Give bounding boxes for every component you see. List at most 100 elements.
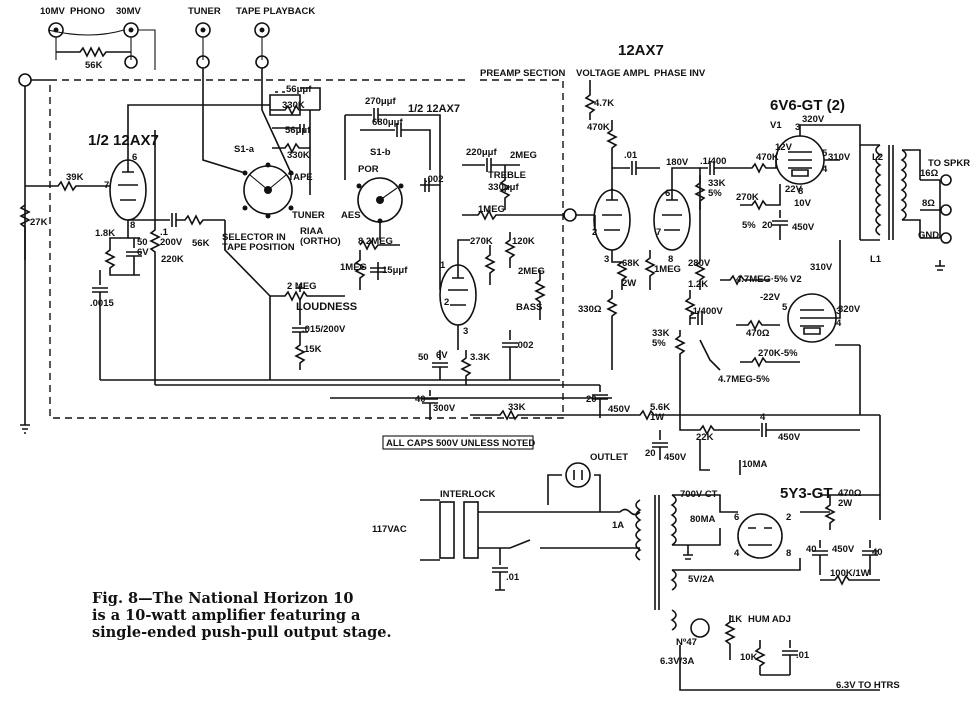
label-p5: 5 bbox=[822, 148, 828, 159]
speaker-terminal-8[interactable] bbox=[940, 204, 952, 216]
label-v310b: 310V bbox=[810, 262, 833, 273]
label-p8: 8 bbox=[668, 254, 673, 265]
label-r270k2: 270K bbox=[736, 192, 759, 203]
label-c680: 680μμf bbox=[372, 117, 403, 128]
label-l1: L1 bbox=[870, 254, 882, 265]
selector-switch-s1a[interactable] bbox=[242, 162, 294, 219]
tube-label-half-12ax7-b: 1/2 12AX7 bbox=[408, 103, 460, 115]
label-r2meg-t: 2MEG bbox=[510, 150, 537, 161]
label-o16: 16Ω bbox=[920, 168, 939, 179]
label-p6: 6 bbox=[132, 152, 137, 163]
label-r1meg3: 1MEG bbox=[654, 264, 681, 275]
label-phase-inv: PHASE INV bbox=[654, 68, 706, 79]
speaker-terminal-16[interactable] bbox=[940, 174, 952, 186]
label-c20-450: 20 bbox=[762, 220, 773, 231]
label-c002b: .002 bbox=[515, 340, 534, 351]
label-v320b: 320V bbox=[838, 304, 861, 315]
label-c40b: 40 bbox=[806, 544, 817, 555]
label-r10k: 10K bbox=[740, 652, 758, 663]
caption-line-2: is a 10-watt amplifier featuring a bbox=[92, 607, 361, 624]
label-outlet: OUTLET bbox=[590, 452, 628, 463]
label-c50-6v-b: 50 bbox=[418, 352, 429, 363]
caption-line-3: single-ended push-pull output stage. bbox=[92, 624, 392, 641]
label-r2meg-loud: 2 MEG bbox=[287, 281, 317, 292]
ac-outlet bbox=[565, 462, 591, 488]
label-p7: 7 bbox=[656, 227, 661, 238]
label-c01b: .01 bbox=[506, 572, 520, 583]
selector-switch-s1b[interactable] bbox=[356, 177, 404, 224]
label-riaa: RIAA(ORTHO) bbox=[300, 226, 341, 247]
label-p3: 3 bbox=[463, 326, 468, 337]
label-r470: 470Ω bbox=[746, 328, 770, 339]
label-v450d: 450V bbox=[664, 452, 687, 463]
label-v450c: 450V bbox=[778, 432, 801, 443]
bass-control-label: BASS bbox=[516, 302, 542, 313]
label-r5pct: 5% bbox=[742, 220, 756, 231]
label-v12: 12V bbox=[775, 142, 793, 153]
label-r33k: 3.3K bbox=[470, 352, 490, 363]
label-aes: AES bbox=[341, 210, 361, 221]
label-tuner: TUNER bbox=[292, 210, 325, 221]
label-p4: 4 bbox=[734, 548, 740, 559]
tube-v1a: 1/2 12AX7 6 7 8 bbox=[88, 132, 159, 231]
label-v450e: 450V bbox=[832, 544, 855, 555]
label-r100k: 100K/1W bbox=[830, 568, 870, 579]
label-n47: Nº47 bbox=[676, 637, 697, 648]
label-r1meg2: 1MEG bbox=[478, 204, 505, 215]
label-c15uuf: 15μμf bbox=[382, 265, 408, 276]
label-r1k: 1K bbox=[730, 614, 742, 625]
label-p2: 2 bbox=[786, 512, 791, 523]
label-r2meg-b: 2MEG bbox=[518, 266, 545, 277]
speaker-terminal-gnd[interactable] bbox=[940, 232, 952, 244]
tube-v2: 2 3 6 7 8 bbox=[592, 188, 691, 265]
label-v1: V1 bbox=[770, 120, 782, 131]
label-interlock: INTERLOCK bbox=[440, 489, 496, 500]
caps-note-box bbox=[382, 435, 534, 450]
label-c01: .01 bbox=[624, 150, 638, 161]
label-o8: 8Ω bbox=[922, 198, 935, 209]
label-c270: 270μμf bbox=[365, 96, 396, 107]
label-v280: 280V bbox=[688, 258, 711, 269]
tube-v1b: 1 2 3 bbox=[439, 260, 477, 337]
label-p6: 6 bbox=[665, 188, 670, 199]
hum-adj-label: HUM ADJ bbox=[748, 614, 791, 625]
label-r470k2: 470K bbox=[756, 152, 779, 163]
label-p4: 4 bbox=[822, 164, 828, 175]
mains-label: 117VAC bbox=[372, 524, 407, 535]
interlock-right bbox=[463, 501, 479, 559]
label-v310: 310V bbox=[828, 152, 851, 163]
label-r68k: 68K bbox=[622, 258, 640, 269]
label-p1: 1 bbox=[440, 260, 446, 271]
caption-line-1: Fig. 8—The National Horizon 10 bbox=[92, 590, 354, 607]
label-v300: 300V bbox=[433, 403, 456, 414]
jack-10mv-label: 10MV bbox=[40, 6, 65, 17]
loudness-control-label: LOUDNESS bbox=[296, 301, 357, 313]
label-c4: 4 bbox=[760, 412, 766, 423]
r18k-label: 1.8K bbox=[95, 228, 115, 239]
label-p3: 3 bbox=[795, 122, 800, 133]
label-l2: L2 bbox=[872, 152, 883, 163]
label-r82meg: 8.2MEG bbox=[358, 236, 393, 247]
label-c40c: 40 bbox=[872, 547, 883, 558]
rectifier-tube-label: 5Y3-GT bbox=[780, 485, 833, 502]
preamp-section-border bbox=[49, 79, 564, 419]
label-c01c: .01 bbox=[796, 650, 810, 661]
label-r120k: 120K bbox=[512, 236, 535, 247]
label-v10: 10V bbox=[794, 198, 812, 209]
label-v22: 22V bbox=[785, 184, 803, 195]
label-fuse: 1A bbox=[612, 520, 624, 531]
label-ma10: 10MA bbox=[742, 459, 767, 470]
label-r270k5: 270K-5% bbox=[758, 348, 798, 359]
c0015-label: .0015 bbox=[90, 298, 114, 309]
label-r56k2: 56K bbox=[192, 238, 210, 249]
treble-control-label: TREBLE bbox=[488, 170, 526, 181]
label-c1-400b: .1/400V bbox=[690, 306, 723, 317]
label-c1-400: .1/400 bbox=[700, 156, 726, 167]
label-p5: 5 bbox=[782, 302, 788, 313]
r27k-label: 27K bbox=[30, 217, 48, 228]
label-c330uuf: 330μμf bbox=[488, 182, 519, 193]
